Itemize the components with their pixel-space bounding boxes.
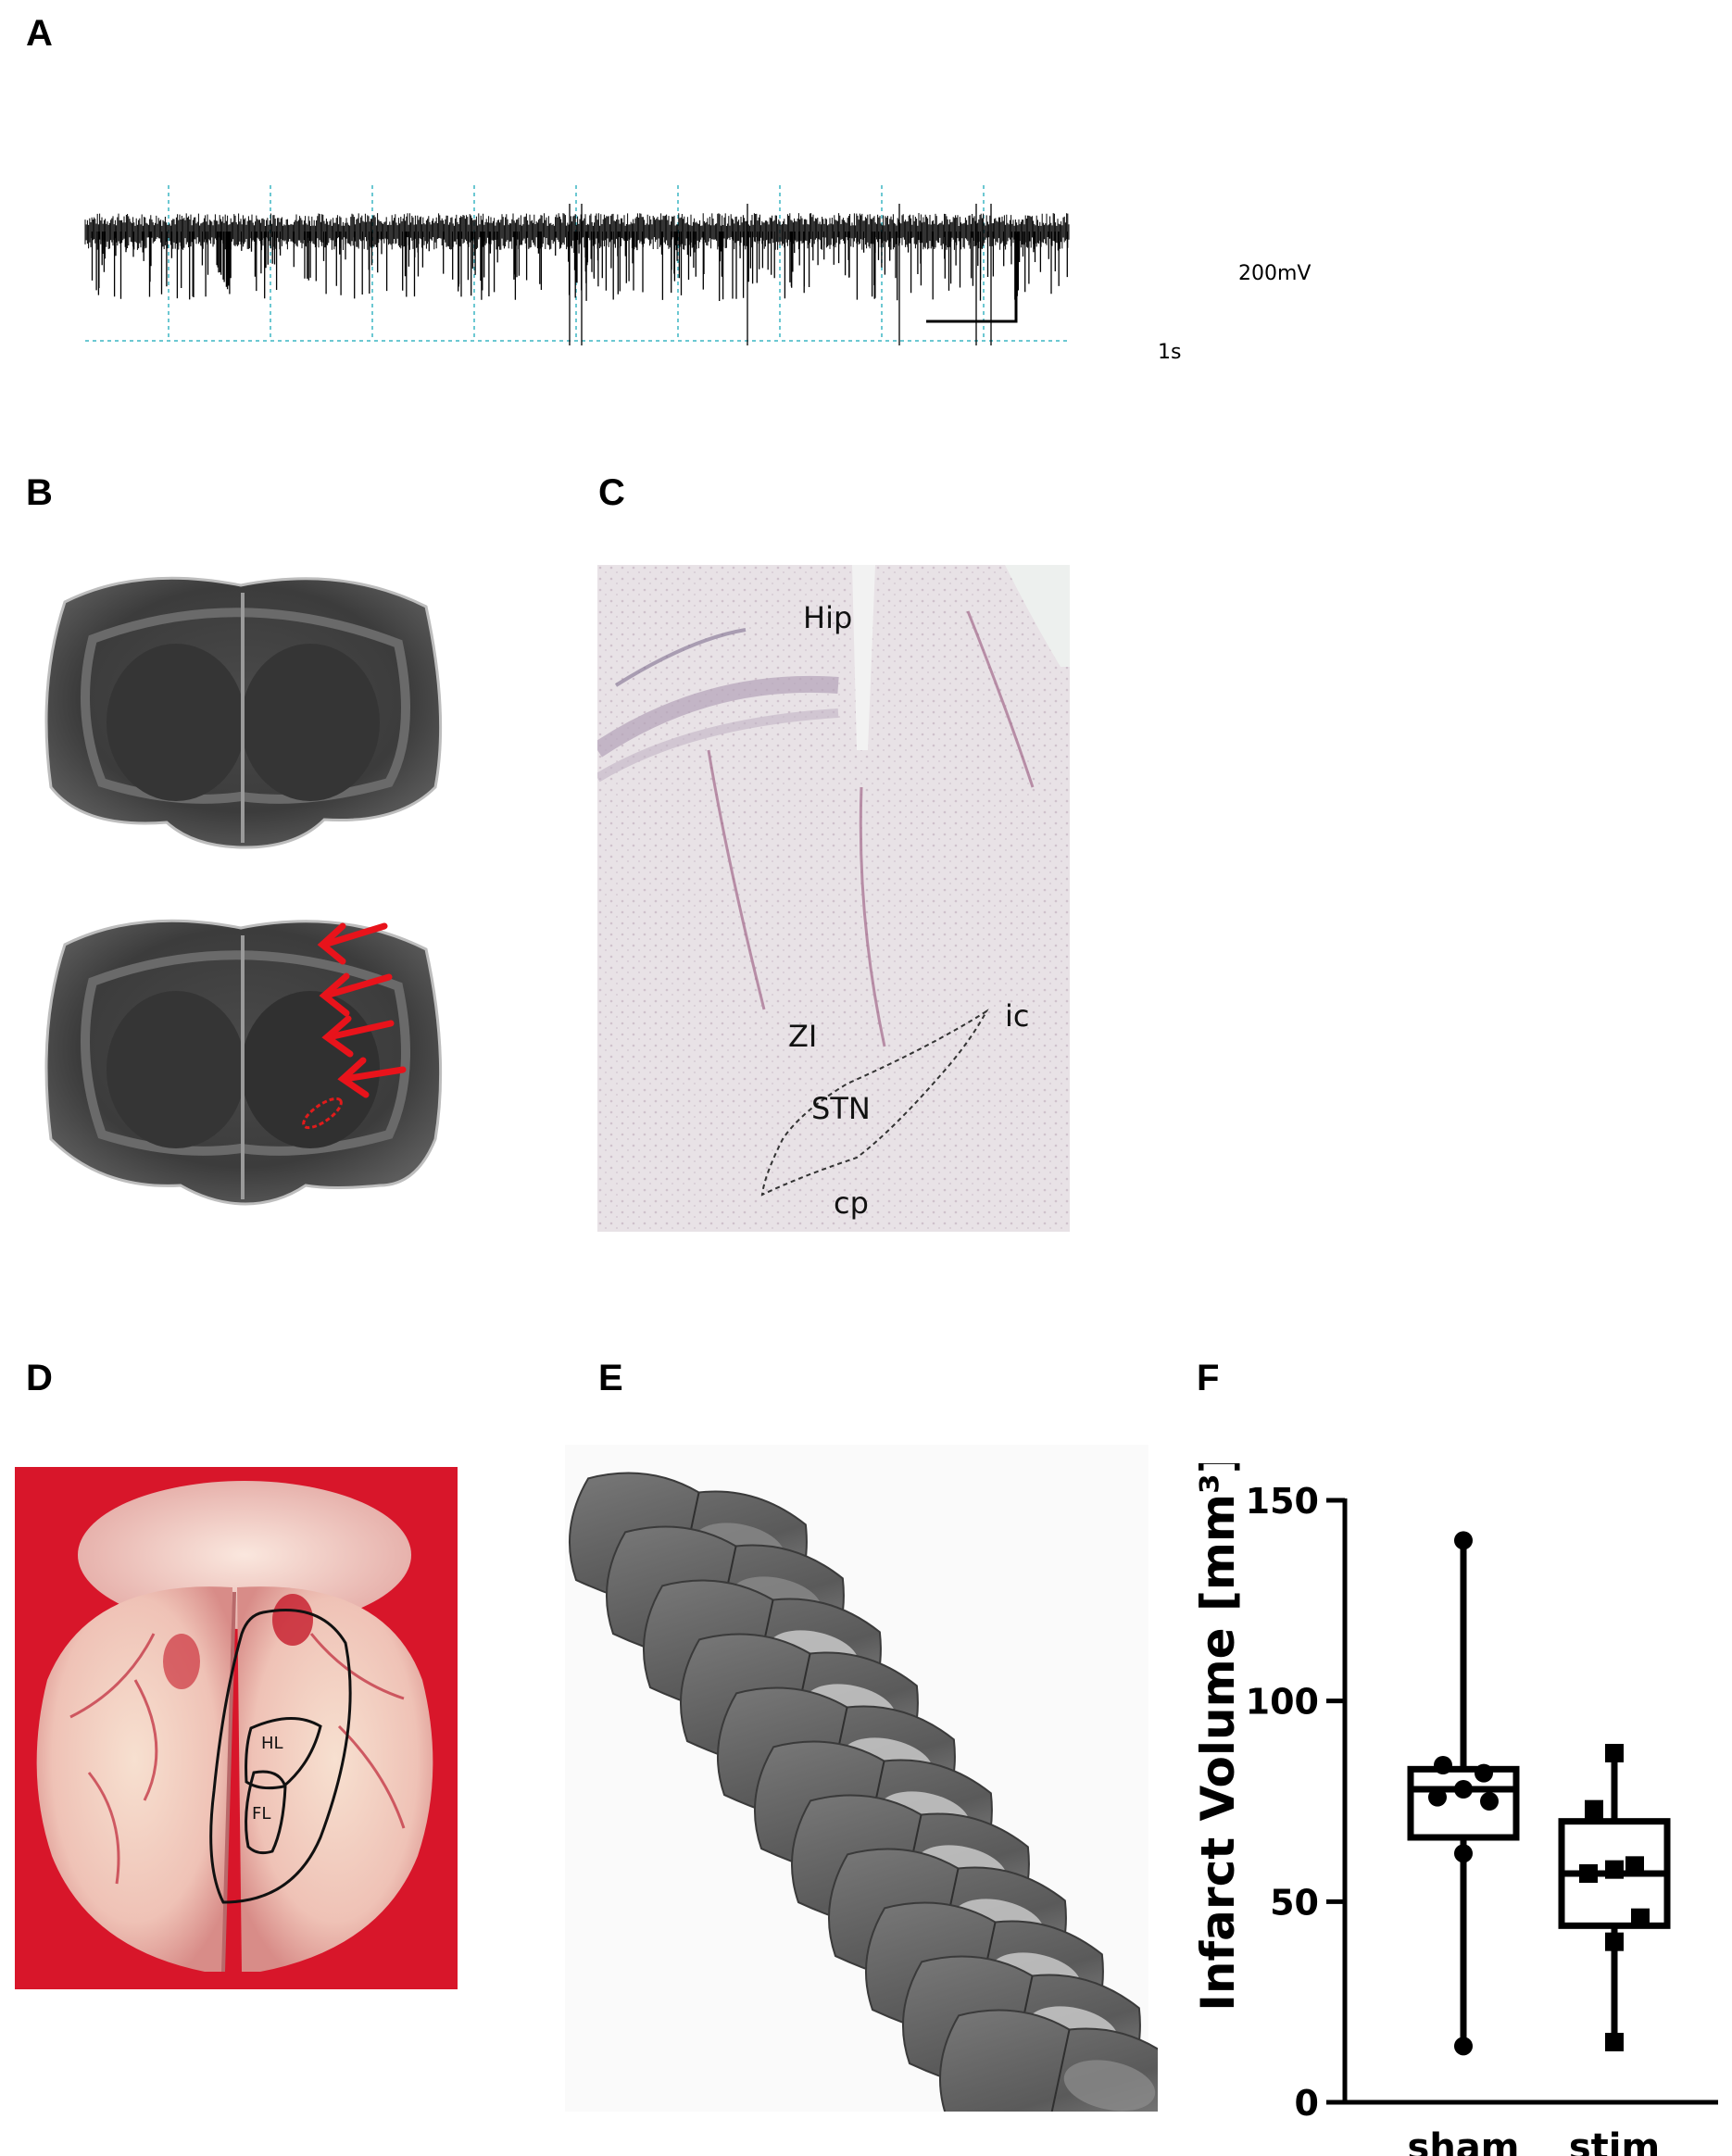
panel-letter-c: C bbox=[598, 472, 625, 513]
lesion-arrows bbox=[317, 922, 407, 1098]
data-point bbox=[1454, 1780, 1473, 1799]
panel-a-trace bbox=[84, 185, 1070, 345]
scale-bar bbox=[926, 233, 1018, 323]
x-tick-label: stim bbox=[1569, 2126, 1660, 2156]
outline-outer bbox=[209, 1609, 352, 1904]
data-point bbox=[1605, 1744, 1624, 1762]
spike-trace bbox=[84, 204, 1070, 345]
panel-b-mri bbox=[44, 576, 443, 1206]
outline-fl bbox=[245, 1770, 287, 1855]
y-tick-label: 0 bbox=[1295, 2083, 1319, 2124]
y-tick-label: 100 bbox=[1246, 1682, 1319, 1723]
label-ic: ic bbox=[1005, 998, 1030, 1034]
label-stn: STN bbox=[811, 1091, 871, 1126]
data-point bbox=[1585, 1799, 1603, 1819]
panel-c-histology bbox=[597, 565, 1070, 1232]
panel-letter-e: E bbox=[598, 1358, 623, 1398]
box-stim: stim bbox=[1558, 1744, 1671, 2156]
lesion-outline bbox=[302, 1097, 343, 1130]
data-point bbox=[1605, 2033, 1624, 2051]
y-tick-label: 50 bbox=[1270, 1882, 1319, 1923]
mri-slice bbox=[938, 2009, 1158, 2112]
data-point bbox=[1428, 1787, 1447, 1807]
data-point bbox=[1454, 2037, 1473, 2056]
box-sham: sham bbox=[1407, 1531, 1520, 2156]
y-tick-label: 150 bbox=[1246, 1481, 1319, 1522]
slice-stack bbox=[568, 1472, 1158, 2112]
panel-f-boxplot: Infarct Volume [mm³] 0 50 100 150 sham stim bbox=[1191, 1463, 1718, 2156]
label-cp: cp bbox=[834, 1185, 869, 1221]
axes: 0 50 100 150 bbox=[1246, 1481, 1718, 2124]
label-fl: FL bbox=[252, 1804, 271, 1824]
data-point bbox=[1625, 1856, 1644, 1875]
panel-d-brain-photo bbox=[15, 1467, 458, 1989]
right-hemisphere bbox=[237, 1586, 433, 1972]
outline-hl bbox=[245, 1717, 322, 1790]
mri-slice-top bbox=[44, 576, 443, 849]
data-point bbox=[1605, 1932, 1624, 1951]
data-point bbox=[1579, 1864, 1598, 1883]
data-point bbox=[1475, 1763, 1493, 1783]
y-axis-label: Infarct Volume [mm³] bbox=[1191, 1463, 1245, 2012]
scale-time-label: 1s bbox=[1158, 341, 1182, 364]
scale-voltage-label: 200mV bbox=[1238, 262, 1312, 285]
x-tick-label: sham bbox=[1408, 2126, 1520, 2156]
panel-letter-f: F bbox=[1197, 1358, 1220, 1398]
mri-slice-bottom bbox=[44, 919, 443, 1206]
stn-outline bbox=[760, 1009, 989, 1197]
data-point bbox=[1631, 1908, 1650, 1927]
box-series: sham stim bbox=[1407, 1531, 1671, 2156]
label-hip: Hip bbox=[803, 600, 853, 635]
data-point bbox=[1454, 1531, 1473, 1550]
label-hl: HL bbox=[261, 1734, 283, 1753]
data-point bbox=[1480, 1792, 1499, 1811]
panel-e-mri-stack bbox=[565, 1445, 1158, 2112]
box-iqr bbox=[1407, 1765, 1520, 1841]
data-point bbox=[1605, 1860, 1624, 1879]
panel-letter-d: D bbox=[26, 1358, 53, 1398]
label-zi: ZI bbox=[788, 1019, 818, 1054]
panel-letter-b: B bbox=[26, 472, 53, 513]
data-point bbox=[1434, 1756, 1452, 1774]
data-point bbox=[1454, 1844, 1473, 1863]
panel-letter-a: A bbox=[26, 13, 53, 54]
